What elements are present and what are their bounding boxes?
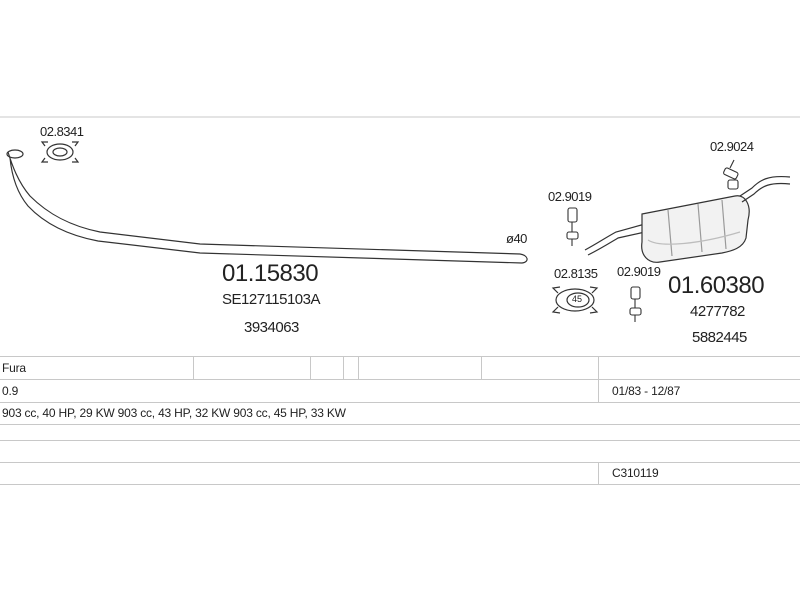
clamp-icon: [551, 286, 599, 314]
engine-specs: 903 cc, 40 HP, 29 KW 903 cc, 43 HP, 32 K…: [2, 406, 346, 420]
table-line: [0, 462, 800, 463]
table-column-divider: [358, 356, 359, 379]
pipe-diameter-label: ø40: [506, 231, 527, 246]
rubber-hanger-icon: [629, 286, 642, 322]
vehicle-model: Fura: [2, 361, 26, 375]
table-column-divider: [343, 356, 344, 379]
table-line: [0, 440, 800, 441]
production-years: 01/83 - 12/87: [612, 384, 681, 398]
system-code: C310119: [612, 466, 659, 480]
rubber-hanger-icon: [723, 159, 739, 190]
hanger-part-code: 02.9019: [617, 264, 661, 279]
hanger-part-code: 02.9024: [710, 139, 754, 154]
table-column-divider: [598, 462, 599, 484]
rubber-hanger-icon: [566, 207, 579, 246]
table-line: [0, 356, 800, 357]
front-pipe-part-code: 01.15830: [222, 260, 319, 287]
rear-silencer-drawing: [584, 175, 791, 263]
table-line: [0, 424, 800, 425]
table-column-divider: [310, 356, 311, 379]
clamp-icon: [40, 141, 80, 163]
front-pipe-oe-ref: 3934063: [244, 319, 299, 336]
clamp-size-label: 45: [572, 294, 583, 304]
rear-silencer-oe-ref: 4277782: [690, 303, 745, 320]
rear-silencer-part-code: 01.60380: [668, 272, 765, 299]
front-pipe-drawing: [6, 149, 528, 264]
clamp-part-code: 02.8135: [554, 266, 598, 281]
rear-silencer-oe-ref: 5882445: [692, 329, 747, 346]
table-column-divider: [598, 356, 599, 402]
table-line: [0, 379, 800, 380]
hanger-part-code: 02.9019: [548, 189, 592, 204]
engine-capacity: 0.9: [2, 384, 19, 398]
front-pipe-oe-ref: SE127115103A: [222, 291, 320, 308]
table-line: [0, 484, 800, 485]
table-line: [0, 402, 800, 403]
table-column-divider: [193, 356, 194, 379]
table-column-divider: [481, 356, 482, 379]
clamp-part-code: 02.8341: [40, 124, 84, 139]
